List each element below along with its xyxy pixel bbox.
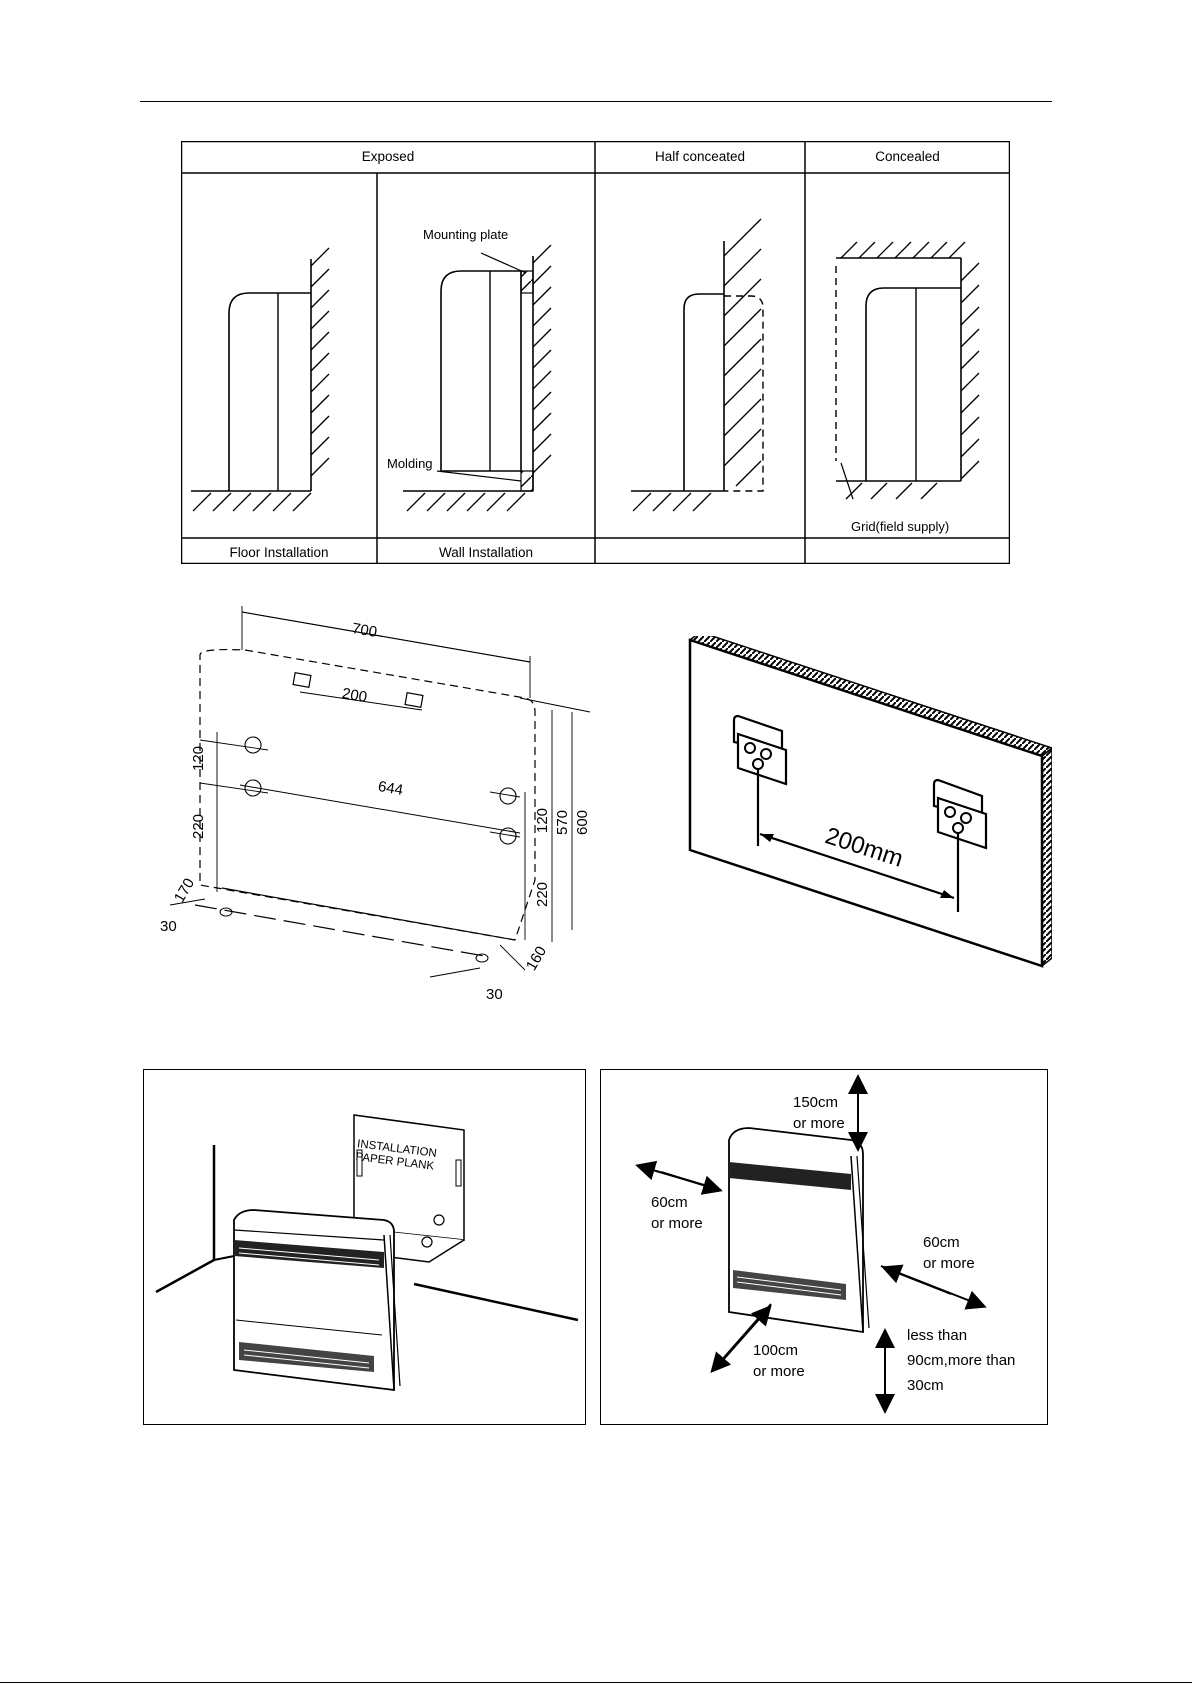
- dim-570: 570: [554, 810, 571, 835]
- clearance-left-line1: 60cm: [651, 1192, 703, 1213]
- floor-installation-drawing: [191, 248, 329, 511]
- clearance-front-line1: 100cm: [753, 1340, 805, 1361]
- dim-120-left: 120: [190, 746, 207, 771]
- dim-600: 600: [574, 810, 591, 835]
- dimension-drawing: 700 200 644 120 220 120 220 570 600 170 …: [160, 600, 600, 1010]
- dim-220-right: 220: [534, 882, 551, 907]
- clearance-panel: 150cm or more 60cm or more 60cm or more …: [600, 1069, 1048, 1425]
- paper-plank-svg: [144, 1070, 584, 1423]
- concealed-drawing: [836, 242, 979, 499]
- header-rule: [140, 101, 1052, 102]
- clearance-left-line2: or more: [651, 1213, 703, 1234]
- clearance-top: 150cm or more: [793, 1092, 845, 1134]
- ac-unit-drawing: [234, 1210, 400, 1390]
- footer-rule: [0, 1682, 1192, 1683]
- dim-120-right: 120: [534, 808, 551, 833]
- header-exposed: Exposed: [181, 149, 595, 164]
- clearance-front: 100cm or more: [753, 1340, 805, 1382]
- clearance-ac-unit: [729, 1128, 869, 1332]
- clearance-floor: less than 90cm,more than 30cm: [907, 1323, 1015, 1398]
- footer-wall-installation: Wall Installation: [377, 545, 595, 560]
- installation-type-table: Exposed Half conceated Concealed Floor I…: [181, 141, 1010, 564]
- molding-label: Molding: [387, 456, 433, 471]
- paper-plank-panel: INSTALLATION PAPER PLANK: [143, 1069, 586, 1425]
- clearance-front-line2: or more: [753, 1361, 805, 1382]
- dim-30-right: 30: [486, 986, 503, 1003]
- clearance-top-line1: 150cm: [793, 1092, 845, 1113]
- grid-field-supply-label: Grid(field supply): [851, 519, 949, 534]
- installation-table-drawing: [181, 141, 1010, 564]
- half-concealed-drawing: [631, 219, 763, 511]
- wall-bracket-svg: [686, 636, 1052, 972]
- clearance-right: 60cm or more: [923, 1232, 975, 1274]
- clearance-floor-line3: 30cm: [907, 1373, 1015, 1398]
- header-concealed: Concealed: [805, 149, 1010, 164]
- wall-installation-drawing: [403, 245, 551, 511]
- footer-floor-installation: Floor Installation: [181, 545, 377, 560]
- dim-220-left: 220: [190, 814, 207, 839]
- clearance-top-line2: or more: [793, 1113, 845, 1134]
- dim-30-left: 30: [160, 918, 177, 935]
- mounting-plate-label: Mounting plate: [423, 227, 508, 242]
- clearance-floor-line2: 90cm,more than: [907, 1348, 1015, 1373]
- clearance-floor-line1: less than: [907, 1323, 1015, 1348]
- clearance-right-line2: or more: [923, 1253, 975, 1274]
- header-half-concealed: Half conceated: [595, 149, 805, 164]
- wall-bracket-drawing: 200mm: [686, 636, 1052, 972]
- clearance-left: 60cm or more: [651, 1192, 703, 1234]
- clearance-right-line1: 60cm: [923, 1232, 975, 1253]
